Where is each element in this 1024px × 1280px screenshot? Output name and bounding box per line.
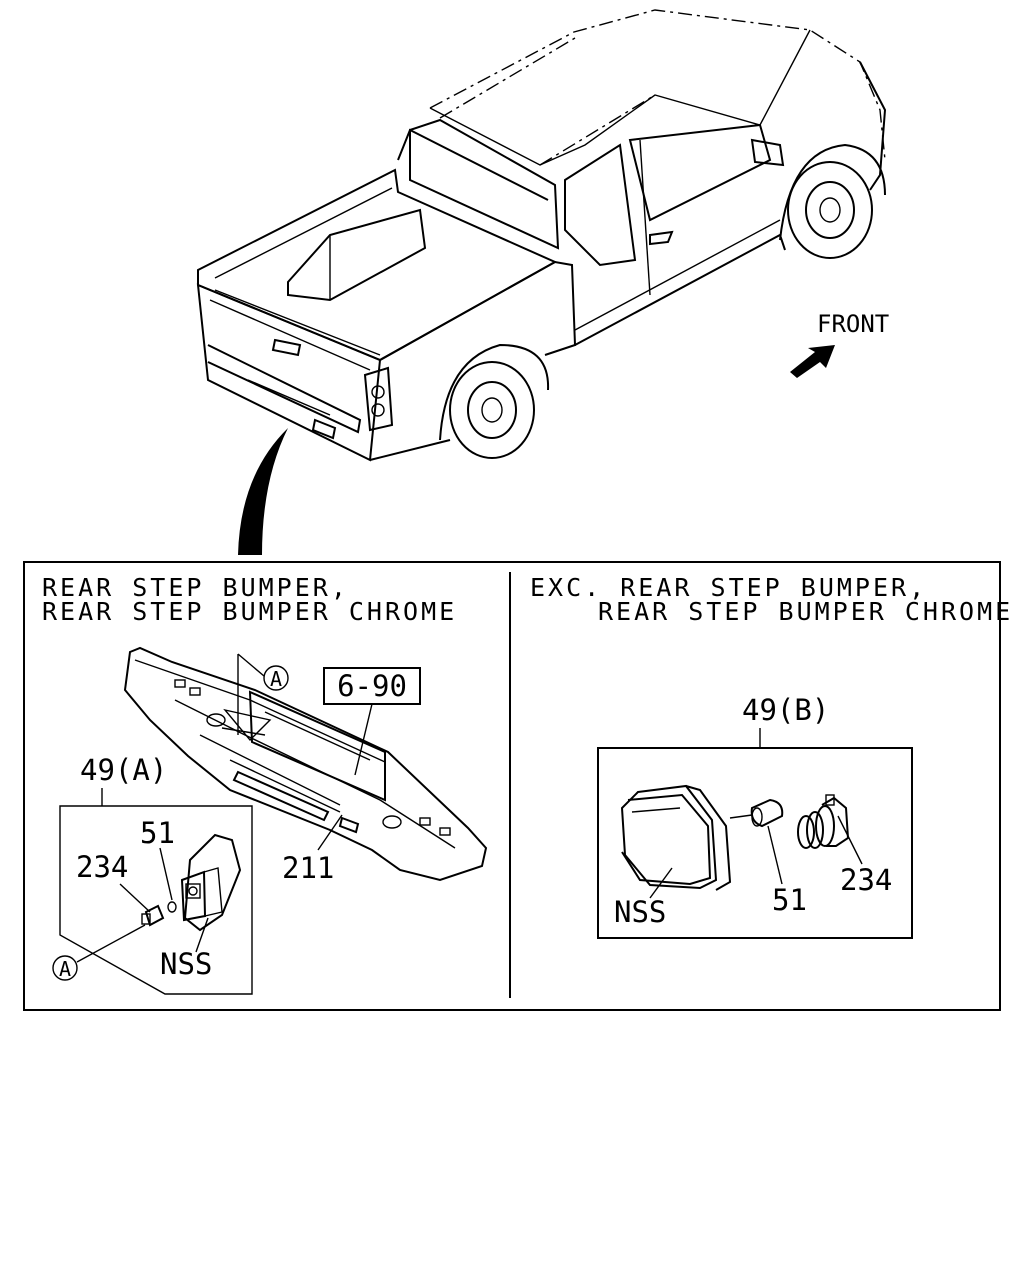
lamp-assembly-a-drawing xyxy=(180,833,242,932)
callout-a-bottom-circle xyxy=(52,955,78,981)
socket-234-b-drawing xyxy=(797,794,850,849)
part-nss-a-label: NSS xyxy=(160,947,212,981)
left-caption-line1: REAR STEP BUMPER, xyxy=(42,573,349,602)
leader-234b xyxy=(837,815,863,865)
bulb-socket-a-drawing xyxy=(141,901,177,927)
callout-a-top-circle xyxy=(263,665,289,691)
pickup-truck-illustration xyxy=(196,9,887,462)
detail-frame xyxy=(23,561,1001,1011)
leader-211 xyxy=(317,814,343,851)
rear-step-bumper-drawing xyxy=(123,646,488,882)
part-234a-label: 234 xyxy=(76,850,128,884)
leader-ref xyxy=(354,703,373,776)
leader-234a xyxy=(119,883,151,913)
callout-a-top-label: A xyxy=(270,667,282,691)
part-211-label: 211 xyxy=(282,851,334,885)
leader-a-bottom xyxy=(76,924,146,963)
sub-assembly-frame-a xyxy=(59,805,253,995)
ref-box-label: 6-90 xyxy=(337,669,407,703)
part-49b-label: 49(B) xyxy=(742,693,829,727)
front-direction-arrow-icon xyxy=(790,345,835,378)
leader-nss-b xyxy=(649,867,673,899)
pointer-arrow xyxy=(238,428,288,555)
right-caption-line2: REAR STEP BUMPER CHROME xyxy=(598,597,1013,626)
bulb-b-drawing xyxy=(750,798,784,828)
callout-a-bottom-label: A xyxy=(59,957,71,981)
leader-nss-a xyxy=(195,917,209,953)
part-nss-b-label: NSS xyxy=(614,895,666,929)
leader-51b xyxy=(767,825,783,885)
left-caption-line2: REAR STEP BUMPER CHROME xyxy=(42,597,457,626)
leader-51a xyxy=(159,847,173,901)
leader-a-top xyxy=(237,653,265,677)
leader-lamp-bulb xyxy=(729,814,753,819)
right-caption-line1: EXC. REAR STEP BUMPER, xyxy=(530,573,927,602)
part-49a-label: 49(A) xyxy=(80,753,167,787)
lamp-assembly-b-drawing xyxy=(620,784,732,891)
front-label: FRONT xyxy=(817,310,889,338)
part-51a-label: 51 xyxy=(140,816,175,850)
part-51b-label: 51 xyxy=(772,883,807,917)
part-234b-label: 234 xyxy=(840,863,892,897)
sub-assembly-frame-b xyxy=(597,747,913,939)
